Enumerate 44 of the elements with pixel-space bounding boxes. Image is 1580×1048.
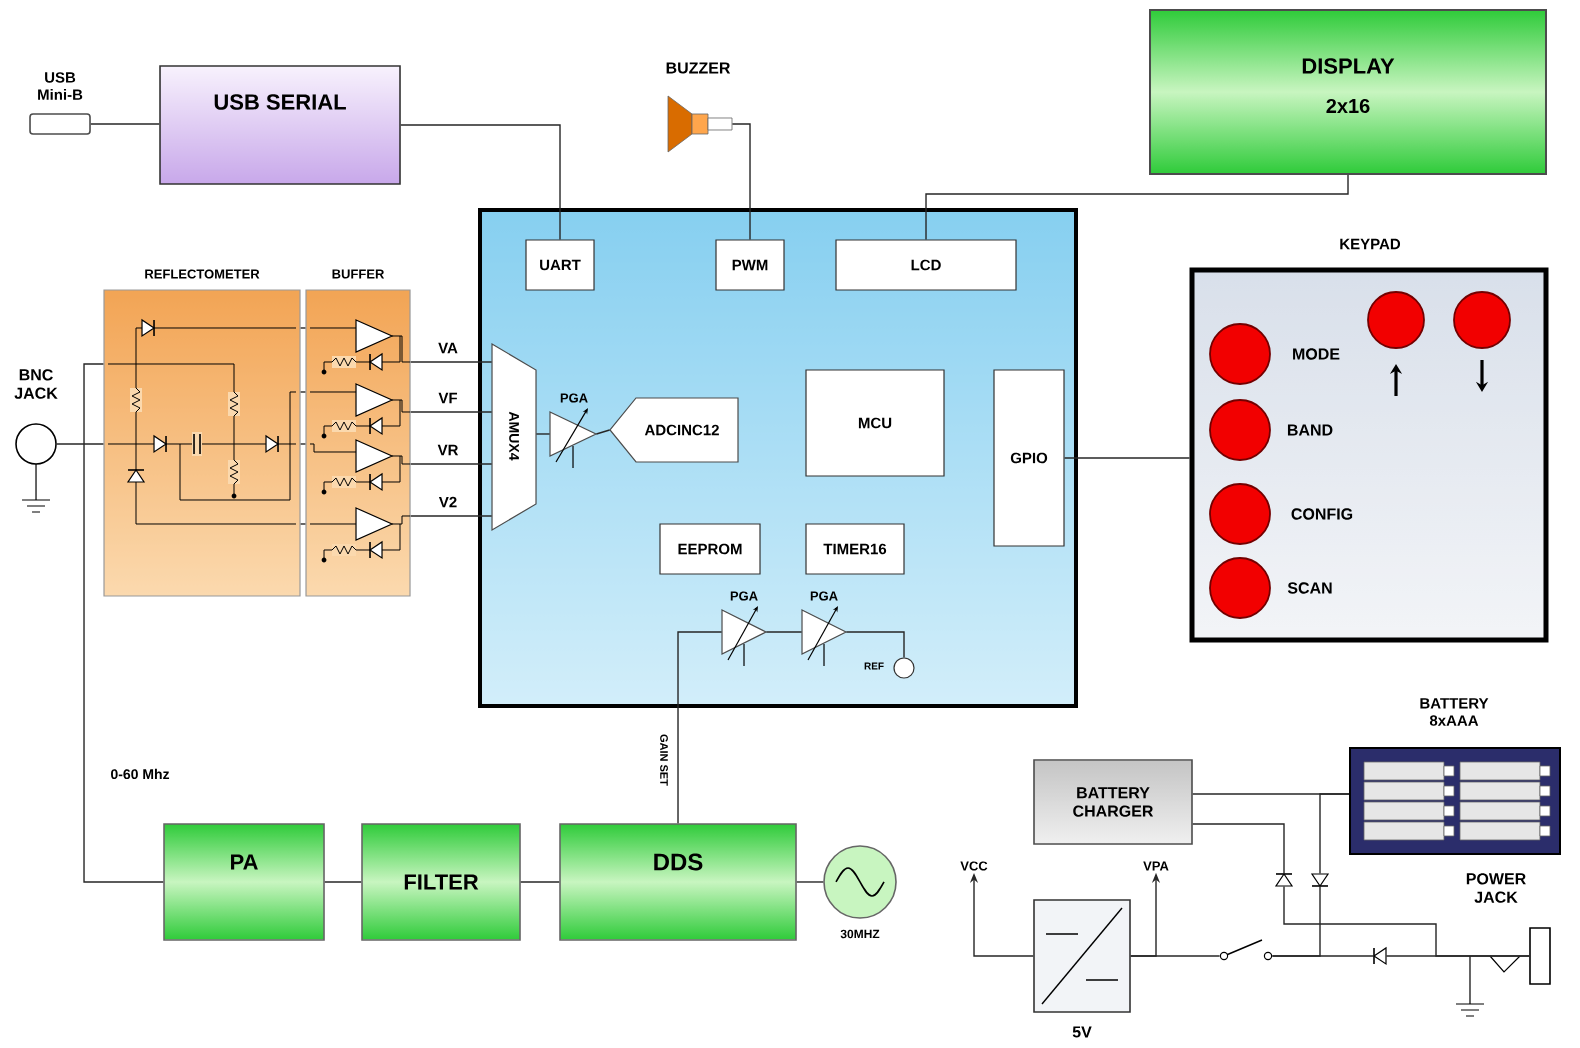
connector-line xyxy=(1385,955,1530,957)
connector-line xyxy=(765,631,803,633)
display-box: DISPLAY 2x16 xyxy=(1149,9,1547,175)
connector-line xyxy=(1192,823,1285,875)
switch-symbol xyxy=(1219,939,1273,961)
connector-line xyxy=(409,361,493,363)
process-box: USB SERIAL xyxy=(159,65,401,185)
block-heading: BUZZER xyxy=(666,62,731,74)
process-box: FILTER xyxy=(361,823,521,941)
push-button xyxy=(1453,291,1511,349)
connector-line xyxy=(1319,793,1350,875)
connector-line xyxy=(845,631,905,659)
connector-line xyxy=(83,363,164,883)
connector-line xyxy=(925,174,1349,241)
process-box: DDS xyxy=(559,823,797,941)
connector-line xyxy=(409,515,493,517)
connector-line xyxy=(90,123,160,125)
connector-line xyxy=(595,429,611,435)
connector-line xyxy=(409,463,493,465)
connector-line xyxy=(324,881,362,883)
button-label: MODE xyxy=(1293,348,1340,360)
process-box: BATTERY CHARGER xyxy=(1033,759,1193,845)
connector-line xyxy=(299,443,307,445)
process-box: PA xyxy=(163,823,325,941)
block-heading: BNC JACK xyxy=(14,369,58,399)
connector-line xyxy=(299,523,307,525)
connector-line xyxy=(677,631,723,824)
connector-line xyxy=(299,327,307,329)
block-heading: 5V xyxy=(1072,1026,1092,1038)
connector-line xyxy=(1271,955,1375,957)
connector-line xyxy=(535,433,551,435)
connector-line xyxy=(1063,457,1191,459)
connector-line xyxy=(299,391,307,393)
connector-line xyxy=(731,123,751,241)
button-label: CONFIG xyxy=(1291,508,1353,520)
connector-line xyxy=(56,443,105,445)
connector-line xyxy=(409,411,493,413)
block-heading: POWER JACK xyxy=(1466,873,1526,903)
connector-line xyxy=(520,881,560,883)
connector-line xyxy=(400,124,561,241)
push-button xyxy=(1367,291,1425,349)
button-label: SCAN xyxy=(1287,582,1332,594)
button-label: BAND xyxy=(1287,424,1333,436)
connector-line xyxy=(796,881,824,883)
